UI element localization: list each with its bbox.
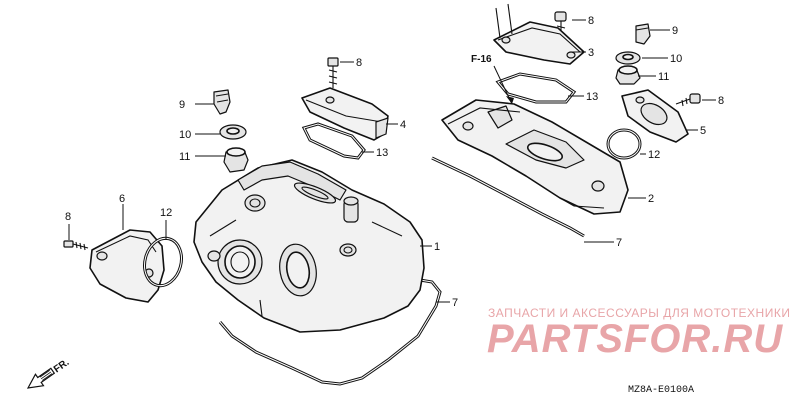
reference-label: F-16 <box>471 54 492 65</box>
callout-11: 11 <box>179 151 190 163</box>
watermark-caption: ЗАПЧАСТИ И АКСЕССУАРЫ ДЛЯ МОТОТЕХНИКИ <box>488 306 790 320</box>
callout-13: 13 <box>376 147 388 159</box>
front-direction-arrow: FR. <box>26 357 72 389</box>
callout-8: 8 <box>588 15 594 27</box>
diagram-code: MZ8A-E0100A <box>628 385 694 396</box>
washer-10-right <box>615 51 641 65</box>
callout-7: 7 <box>452 297 458 309</box>
bolt-8-upper-left <box>327 57 339 88</box>
callout-2: 2 <box>648 193 654 205</box>
bolt-left <box>63 240 89 251</box>
callout-9: 9 <box>179 99 185 111</box>
cylinder-head-cover-gasket-lower <box>218 278 442 386</box>
side-cover-right <box>621 89 689 143</box>
cylinder-head-cover-rear <box>441 99 629 215</box>
callout-13: 13 <box>586 91 598 103</box>
cover-4 <box>301 87 389 141</box>
bolt-9-right <box>635 23 651 45</box>
callout-11: 11 <box>658 71 669 83</box>
callout-12: 12 <box>160 207 172 219</box>
callout-8: 8 <box>65 211 71 223</box>
callout-3: 3 <box>588 47 594 59</box>
callout-5: 5 <box>700 125 706 137</box>
gasket-strip-7 <box>431 156 585 238</box>
front-direction-label: FR. <box>52 357 72 375</box>
washer-10-left <box>219 124 247 140</box>
reference-arrow-f16 <box>493 65 514 105</box>
callout-6: 6 <box>119 193 125 205</box>
grommet-11-right <box>615 65 641 85</box>
cylinder-head-cover-front <box>193 159 425 333</box>
callout-10: 10 <box>670 53 682 65</box>
leader-lines <box>68 19 716 303</box>
callout-1: 1 <box>434 241 440 253</box>
callout-8: 8 <box>718 95 724 107</box>
callout-12: 12 <box>648 149 660 161</box>
bolt-9-left <box>213 89 231 115</box>
callout-4: 4 <box>400 119 406 131</box>
gasket-13-right <box>495 72 577 104</box>
bolt-8-top <box>554 11 567 40</box>
callout-7: 7 <box>616 237 622 249</box>
bolt-8-right <box>675 93 701 107</box>
upper-cover-3 <box>493 3 585 65</box>
watermark-logo: PARTSFOR.RU <box>487 317 783 361</box>
callout-8: 8 <box>356 57 362 69</box>
callout-9: 9 <box>672 25 678 37</box>
grommet-11-left <box>223 147 249 173</box>
gasket-12-right <box>606 128 642 160</box>
side-cover-left <box>89 229 183 303</box>
callout-10: 10 <box>179 129 191 141</box>
gasket-13-left <box>301 122 366 160</box>
